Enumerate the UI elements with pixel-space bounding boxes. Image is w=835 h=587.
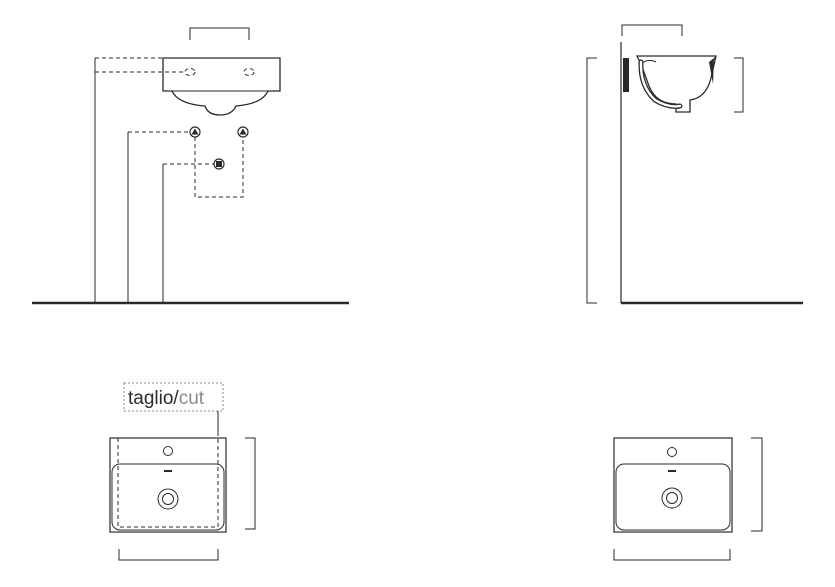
plan-width-dimension-right [613, 549, 731, 561]
basin-front-wall [709, 58, 714, 84]
supply-right-icon [237, 126, 249, 138]
tap-hole-icon-right [667, 447, 677, 457]
basin-plan-outline-right [613, 437, 733, 533]
plan-depth-dimension-right [751, 437, 763, 532]
side-elevation [586, 24, 803, 305]
basin-side-section [635, 55, 717, 113]
drain-icon-right [661, 487, 683, 509]
depth-dimension-top [621, 24, 683, 36]
basin-height-dimension [734, 57, 744, 113]
bowl-plan-outline-right [615, 463, 731, 531]
plan-width-dimension [118, 549, 219, 561]
overflow-icon-right [668, 470, 676, 472]
cut-label-box [123, 382, 224, 412]
height-dimension-left [586, 57, 597, 304]
basin-plan-outline [109, 437, 227, 533]
plan-view [613, 437, 763, 561]
front-elevation [32, 27, 349, 305]
tap-hole-icon [163, 446, 173, 456]
wall-bracket [623, 58, 629, 92]
drain-connection-icon [213, 158, 225, 170]
cut-outline [117, 438, 219, 528]
drain-icon [157, 488, 179, 510]
supply-zone-outline [194, 137, 244, 198]
basin-front-view [162, 57, 281, 116]
overflow-icon [164, 470, 172, 472]
width-dimension-top [189, 27, 250, 40]
cut-label: taglio/cut [128, 388, 205, 409]
plan-depth-dimension [245, 437, 256, 530]
tap-hole-left [184, 68, 196, 76]
plan-view-cut: taglio/cut [109, 382, 256, 561]
supply-left-icon [189, 126, 201, 138]
tap-hole-right [243, 68, 255, 76]
bowl-plan-outline [111, 463, 225, 531]
